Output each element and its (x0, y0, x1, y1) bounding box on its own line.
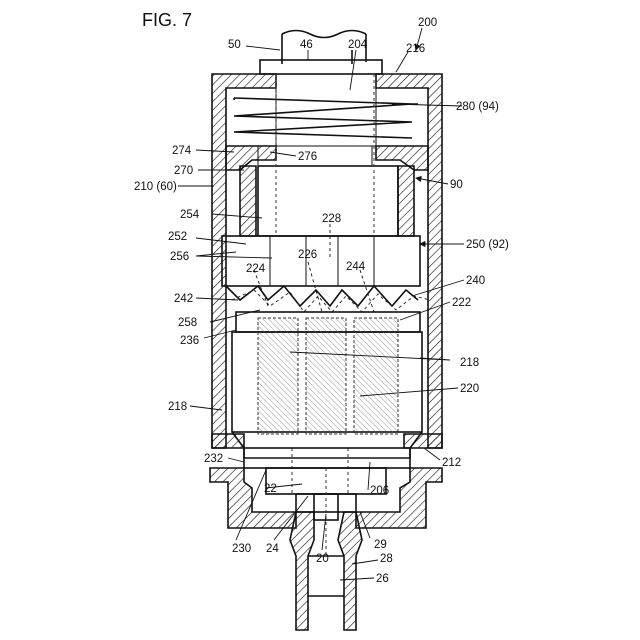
label-20: 20 (316, 553, 329, 565)
label-46: 46 (300, 39, 313, 51)
label-90: 90 (450, 179, 463, 191)
label-220: 220 (460, 383, 479, 395)
magnet-columns (258, 318, 398, 434)
label-236: 236 (180, 335, 199, 347)
label-210: 210 (60) (134, 181, 177, 193)
label-258: 258 (178, 317, 197, 329)
label-256: 256 (170, 251, 189, 263)
label-24: 24 (266, 543, 279, 555)
reference-labels: 200 50 46 204 216 280 (94) 274 276 270 2… (134, 17, 509, 585)
label-232: 232 (204, 453, 223, 465)
label-28: 28 (380, 553, 393, 565)
label-276: 276 (298, 151, 317, 163)
label-228: 228 (322, 213, 341, 225)
label-280: 280 (94) (456, 101, 499, 113)
label-254: 254 (180, 209, 200, 221)
nozzle (290, 468, 362, 630)
label-250: 250 (92) (466, 239, 509, 251)
label-230: 230 (232, 543, 251, 555)
label-216: 216 (406, 43, 425, 55)
label-212: 212 (442, 457, 461, 469)
label-222: 222 (452, 297, 471, 309)
label-204: 204 (348, 39, 368, 51)
inner-sleeve (240, 166, 414, 236)
label-200: 200 (418, 17, 437, 29)
label-26: 26 (376, 573, 389, 585)
label-50: 50 (228, 39, 241, 51)
figure-title: FIG. 7 (142, 10, 192, 30)
label-252: 252 (168, 231, 187, 243)
label-244: 244 (346, 261, 366, 273)
label-242: 242 (174, 293, 193, 305)
label-218-left: 218 (168, 401, 187, 413)
label-218-right: 218 (460, 357, 479, 369)
label-206: 206 (370, 485, 389, 497)
label-270: 270 (174, 165, 193, 177)
label-29: 29 (374, 539, 387, 551)
label-22: 22 (264, 483, 277, 495)
label-274: 274 (172, 145, 192, 157)
label-224: 224 (246, 263, 266, 275)
label-226: 226 (298, 249, 317, 261)
top-shaft (260, 31, 382, 75)
label-240: 240 (466, 275, 485, 287)
